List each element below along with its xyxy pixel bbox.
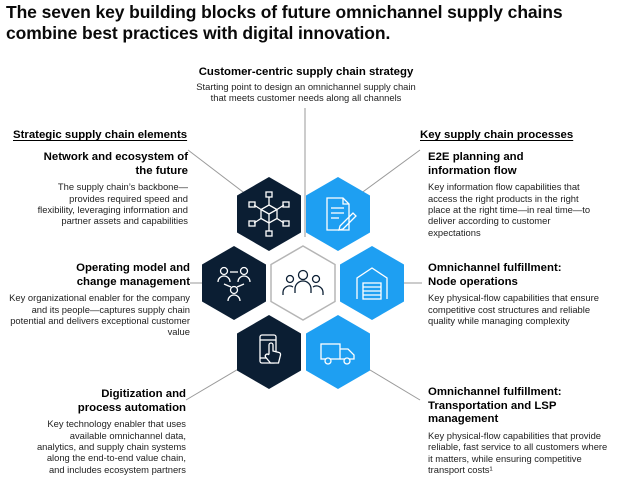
page-title: The seven key building blocks of future … (6, 2, 563, 43)
top-block: Customer-centric supply chain strategy S… (160, 66, 452, 103)
customer-group-icon (282, 269, 324, 295)
right-item-description: Key information flow capabilities that a… (428, 181, 591, 238)
left-item-title: Network and ecosystem of the future (43, 151, 188, 177)
left-item-description: Key organizational enabler for the compa… (9, 292, 190, 338)
document-pen-icon (326, 197, 357, 231)
left-item-title: Operating model and change management (76, 262, 190, 288)
top-heading: Customer-centric supply chain strategy (198, 66, 414, 78)
right-block-node: Omnichannel fulfillment: Node operations… (428, 262, 616, 326)
warehouse-icon (356, 267, 388, 300)
left-block-digitization: Digitization and process automation Key … (30, 388, 186, 475)
hex-planning (306, 177, 370, 251)
left-item-description: The supply chain’s backbone—provides req… (37, 181, 188, 227)
hex-digitization (237, 315, 301, 389)
left-item-description: Key technology enabler that uses availab… (36, 418, 186, 475)
right-item-title: E2E planning and information flow (428, 151, 524, 177)
truck-icon (320, 343, 355, 365)
phone-touch-icon (259, 334, 282, 364)
hex-operating-model (202, 246, 266, 320)
left-item-title: Digitization and process automation (77, 388, 186, 414)
hex-transportation (306, 315, 370, 389)
left-block-network: Network and ecosystem of the future The … (30, 151, 188, 227)
left-block-operating: Operating model and change management Ke… (8, 262, 190, 338)
left-section-heading: Strategic supply chain elements (13, 129, 188, 141)
right-item-title: Omnichannel fulfillment: Transportation … (428, 386, 562, 426)
right-section-heading: Key supply chain processes (420, 129, 574, 141)
people-network-icon (217, 266, 251, 302)
top-description: Starting point to design an omnichannel … (196, 80, 416, 103)
hex-customer (270, 245, 336, 321)
right-block-transport: Omnichannel fulfillment: Transportation … (428, 386, 614, 475)
right-item-description: Key physical-flow capabilities that prov… (428, 429, 608, 475)
hex-network (237, 177, 301, 251)
right-block-planning: E2E planning and information flow Key in… (428, 151, 598, 238)
right-item-description: Key physical-flow capabilities that ensu… (428, 292, 599, 326)
network-cube-icon (248, 191, 290, 237)
right-item-title: Omnichannel fulfillment: Node operations (428, 262, 562, 288)
hex-node-operations (340, 246, 404, 320)
